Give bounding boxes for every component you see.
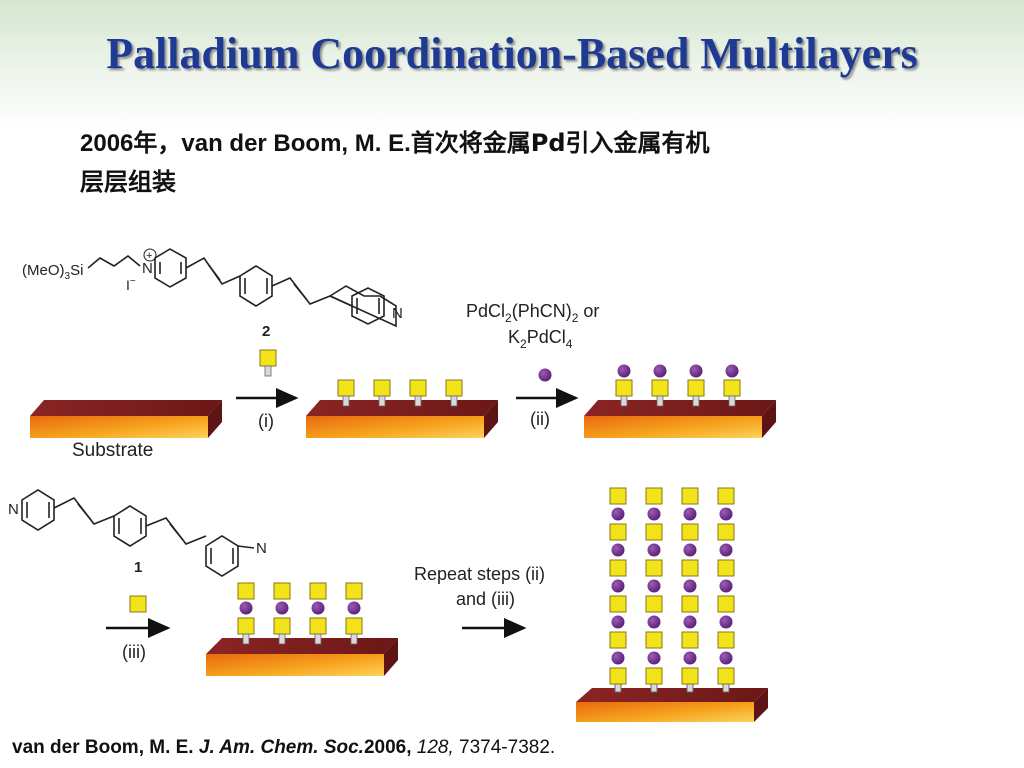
citation-year: 2006, — [363, 737, 412, 758]
substrate-label: Substrate — [72, 440, 153, 461]
iodide-label: I− — [126, 276, 136, 293]
n-plus-label: N — [142, 260, 153, 277]
stack-square — [645, 595, 663, 613]
step-ii-label: (ii) — [530, 409, 550, 429]
stack-pd-sphere — [647, 651, 661, 665]
bare-substrate — [30, 400, 222, 438]
citation: van der Boom, M. E. J. Am. Chem. Soc.200… — [12, 737, 555, 759]
stack-pd-sphere — [719, 651, 733, 665]
stack-pd-sphere — [719, 579, 733, 593]
stack-pd-sphere — [719, 507, 733, 521]
stack-pd-sphere — [683, 543, 697, 557]
reagent-square-step-iii — [129, 595, 147, 613]
stack-square — [609, 523, 627, 541]
stack-square — [645, 523, 663, 541]
compound-1-structure: N N 1 — [8, 489, 267, 577]
stack-square — [645, 631, 663, 649]
stack-square — [717, 559, 735, 577]
repeat-line-1: Repeat steps (ii) — [414, 564, 545, 584]
subtitle-prefix: 2006年，van der Boom, M. E. — [80, 130, 411, 157]
stack-pd-sphere — [647, 579, 661, 593]
substrate-multilayer — [576, 688, 768, 722]
substrate-pd-layer — [584, 364, 776, 438]
compound-2-structure: (MeO)3Si N + I− N 2 — [22, 248, 403, 340]
multilayer-stack — [609, 487, 735, 693]
stack-square — [645, 559, 663, 577]
stack-square — [609, 487, 627, 505]
compound-2-number: 2 — [262, 323, 270, 340]
stack-pd-sphere — [611, 651, 625, 665]
stack-square — [717, 667, 735, 685]
pyridine-n-top: N — [392, 305, 403, 322]
pd-sphere-reagent — [538, 368, 552, 382]
stack-pd-sphere — [647, 507, 661, 521]
compound-1-number: 1 — [134, 559, 142, 576]
stack-square — [681, 631, 699, 649]
subtitle-line-2: 层层组装 — [80, 168, 176, 196]
stack-square — [717, 487, 735, 505]
stack-square — [681, 487, 699, 505]
plus-charge: + — [146, 250, 152, 262]
citation-volume: 128, — [411, 737, 454, 758]
pyridine-n-right: N — [256, 540, 267, 557]
stack-stem — [614, 683, 622, 693]
meo-si-label: (MeO)3Si — [22, 262, 83, 282]
stack-pd-sphere — [611, 507, 625, 521]
stack-square — [717, 595, 735, 613]
stack-square — [609, 595, 627, 613]
stack-pd-sphere — [683, 651, 697, 665]
stack-square — [681, 523, 699, 541]
substrate-bilayer — [206, 582, 398, 676]
stack-square — [645, 487, 663, 505]
stack-square — [681, 667, 699, 685]
subtitle-line-1: 2006年，van der Boom, M. E.首次将金属Pd引入金属有机 — [80, 124, 900, 163]
repeat-line-2: and (iii) — [456, 589, 515, 609]
citation-journal: J. Am. Chem. Soc. — [198, 737, 364, 758]
stack-square — [609, 559, 627, 577]
stack-pd-sphere — [611, 543, 625, 557]
reagent-square-step-i — [259, 349, 277, 377]
stack-pd-sphere — [683, 507, 697, 521]
stack-pd-sphere — [611, 579, 625, 593]
stack-pd-sphere — [683, 615, 697, 629]
stack-square — [681, 559, 699, 577]
stack-square — [609, 667, 627, 685]
slide-subtitle: 2006年，van der Boom, M. E.首次将金属Pd引入金属有机 层… — [80, 124, 900, 201]
reagent-line-2: K2PdCl4 — [508, 327, 573, 351]
substrate-monolayer — [306, 379, 498, 438]
citation-pages: 7374-7382. — [453, 737, 556, 758]
stack-pd-sphere — [719, 615, 733, 629]
stack-square — [717, 523, 735, 541]
stack-stem — [686, 683, 694, 693]
stack-square — [609, 631, 627, 649]
pyridine-n-left: N — [8, 501, 19, 518]
step-iii-label: (iii) — [122, 642, 146, 662]
stack-square — [645, 667, 663, 685]
stack-pd-sphere — [611, 615, 625, 629]
step-i-label: (i) — [258, 411, 274, 431]
stack-pd-sphere — [647, 615, 661, 629]
citation-authors: van der Boom, M. E. — [12, 737, 199, 758]
stack-stem — [722, 683, 730, 693]
slide-title: Palladium Coordination-Based Multilayers — [106, 29, 918, 78]
reagent-line-1: PdCl2(PhCN)2 or — [466, 301, 599, 325]
stack-square — [717, 631, 735, 649]
stack-pd-sphere — [719, 543, 733, 557]
subtitle-cjk: 首次将金属Pd引入金属有机 — [410, 129, 710, 157]
stack-pd-sphere — [683, 579, 697, 593]
stack-pd-sphere — [647, 543, 661, 557]
stack-square — [681, 595, 699, 613]
stack-stem — [650, 683, 658, 693]
